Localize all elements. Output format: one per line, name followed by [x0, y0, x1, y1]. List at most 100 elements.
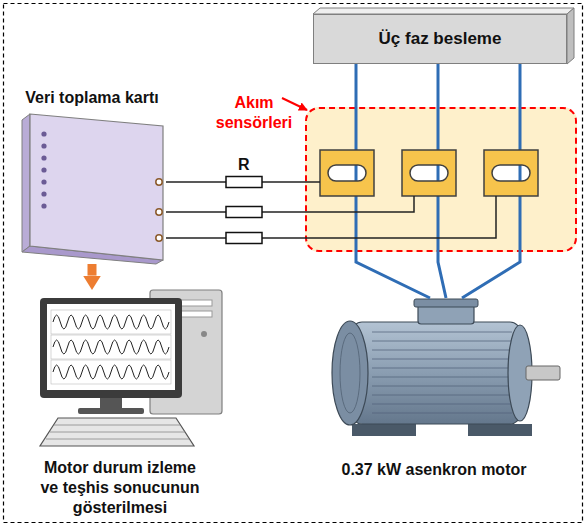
leader-arrow	[282, 98, 307, 110]
resistor-symbol	[226, 233, 262, 244]
current-sensor-drawing	[305, 107, 577, 252]
motor-drawing	[414, 299, 478, 307]
connector-line	[356, 252, 430, 298]
current-sensor-drawing	[305, 107, 538, 252]
wire-connector	[356, 252, 520, 298]
computer-station: Motor durum izleme ve teşhis sonucunun g…	[12, 290, 228, 520]
supply-bevel	[313, 8, 574, 64]
computer-drawing	[51, 310, 171, 384]
computer-drawing	[51, 360, 171, 384]
motor-drawing	[372, 341, 512, 342]
daq-card-drawing	[22, 114, 30, 252]
daq-card-drawing	[22, 114, 163, 264]
motor-drawing	[372, 368, 512, 369]
resistor-label: R	[238, 156, 250, 174]
connector-line	[438, 252, 446, 298]
resistor-symbol	[226, 177, 262, 188]
daq-card-drawing	[41, 143, 46, 148]
daq-card-drawing	[41, 203, 46, 208]
connector-line	[519, 64, 522, 107]
computer-drawing	[51, 310, 171, 334]
current-sensor	[402, 150, 456, 196]
daq-card-drawing	[156, 179, 162, 241]
computer-drawing	[53, 315, 169, 379]
daq-card: Veri toplama kartı	[18, 88, 166, 264]
induction-motor: 0.37 kW asenkron motor	[290, 298, 578, 488]
daq-card-drawing	[41, 191, 46, 196]
phase-conductor	[355, 107, 358, 252]
node-text: Veri toplama kartı	[25, 88, 158, 108]
sensor-slot	[328, 165, 366, 181]
node-text: Motor durum izleme ve teşhis sonucunun g…	[35, 458, 205, 518]
connector-line	[88, 264, 97, 276]
computer-drawing	[201, 331, 207, 337]
supply-box: Üç faz besleme	[313, 14, 567, 64]
motor-drawing	[372, 350, 512, 351]
daq-card-drawing	[156, 179, 162, 185]
sensor-slot	[410, 165, 448, 181]
motor-drawing	[352, 322, 520, 424]
sensor-output-wire	[305, 182, 496, 238]
sensor-slot	[328, 165, 530, 181]
sensor-slot	[492, 165, 530, 181]
daq-card-drawing	[41, 131, 46, 136]
node-text: Üç faz besleme	[379, 29, 502, 49]
daq-card-drawing	[41, 131, 46, 208]
motor-drawing	[372, 404, 512, 405]
connector-line	[437, 64, 440, 107]
daq-card-drawing	[41, 179, 46, 184]
current-sensor	[320, 150, 538, 196]
computer-drawing	[53, 340, 169, 354]
motor-drawing	[332, 321, 368, 425]
motor-drawing	[372, 359, 512, 360]
resistor-symbol	[226, 177, 262, 244]
phase-conductor	[519, 107, 522, 252]
motor-drawing	[372, 395, 512, 396]
current-sensor	[484, 150, 538, 196]
computer-drawing	[40, 298, 182, 398]
computer-drawing	[53, 315, 169, 329]
motor-drawing	[372, 413, 512, 414]
motor-drawing	[352, 424, 416, 436]
node-text: Akım sensörleri	[211, 93, 297, 133]
computer-drawing	[40, 290, 222, 446]
resistor-symbol	[226, 207, 262, 218]
arrow-connector	[92, 264, 93, 276]
wire-connector	[356, 64, 520, 107]
outer-frame	[4, 4, 583, 523]
computer-drawing	[50, 432, 185, 433]
daq-card-drawing	[156, 235, 162, 241]
computer-drawing	[54, 425, 180, 426]
wire-connector	[166, 182, 305, 238]
daq-card-drawing	[30, 114, 163, 260]
daq-card-drawing	[156, 209, 162, 215]
sensor-output-wire	[305, 196, 414, 212]
connector-line	[462, 252, 520, 298]
computer-drawing	[40, 418, 194, 446]
sensor-output-wire	[305, 196, 496, 238]
motor-drawing	[526, 366, 560, 380]
sensor-output-wire	[305, 181, 320, 183]
sensor-region: Akım sensörleri	[305, 107, 577, 252]
computer-drawing	[53, 365, 169, 379]
node-text: 0.37 kW asenkron motor	[342, 460, 527, 480]
motor-drawing	[468, 424, 532, 436]
supply-bevel	[567, 8, 574, 64]
computer-drawing	[100, 398, 122, 408]
motor-drawing	[372, 332, 512, 413]
computer-drawing	[46, 439, 189, 440]
motor-drawing	[372, 386, 512, 387]
current-sensor	[320, 150, 374, 196]
daq-card-drawing	[41, 155, 46, 160]
computer-drawing	[78, 408, 144, 414]
computer-drawing	[51, 335, 171, 359]
phase-conductor	[437, 107, 440, 252]
motor-drawing	[340, 333, 360, 413]
computer-drawing	[47, 304, 175, 390]
connector-line	[355, 64, 358, 107]
